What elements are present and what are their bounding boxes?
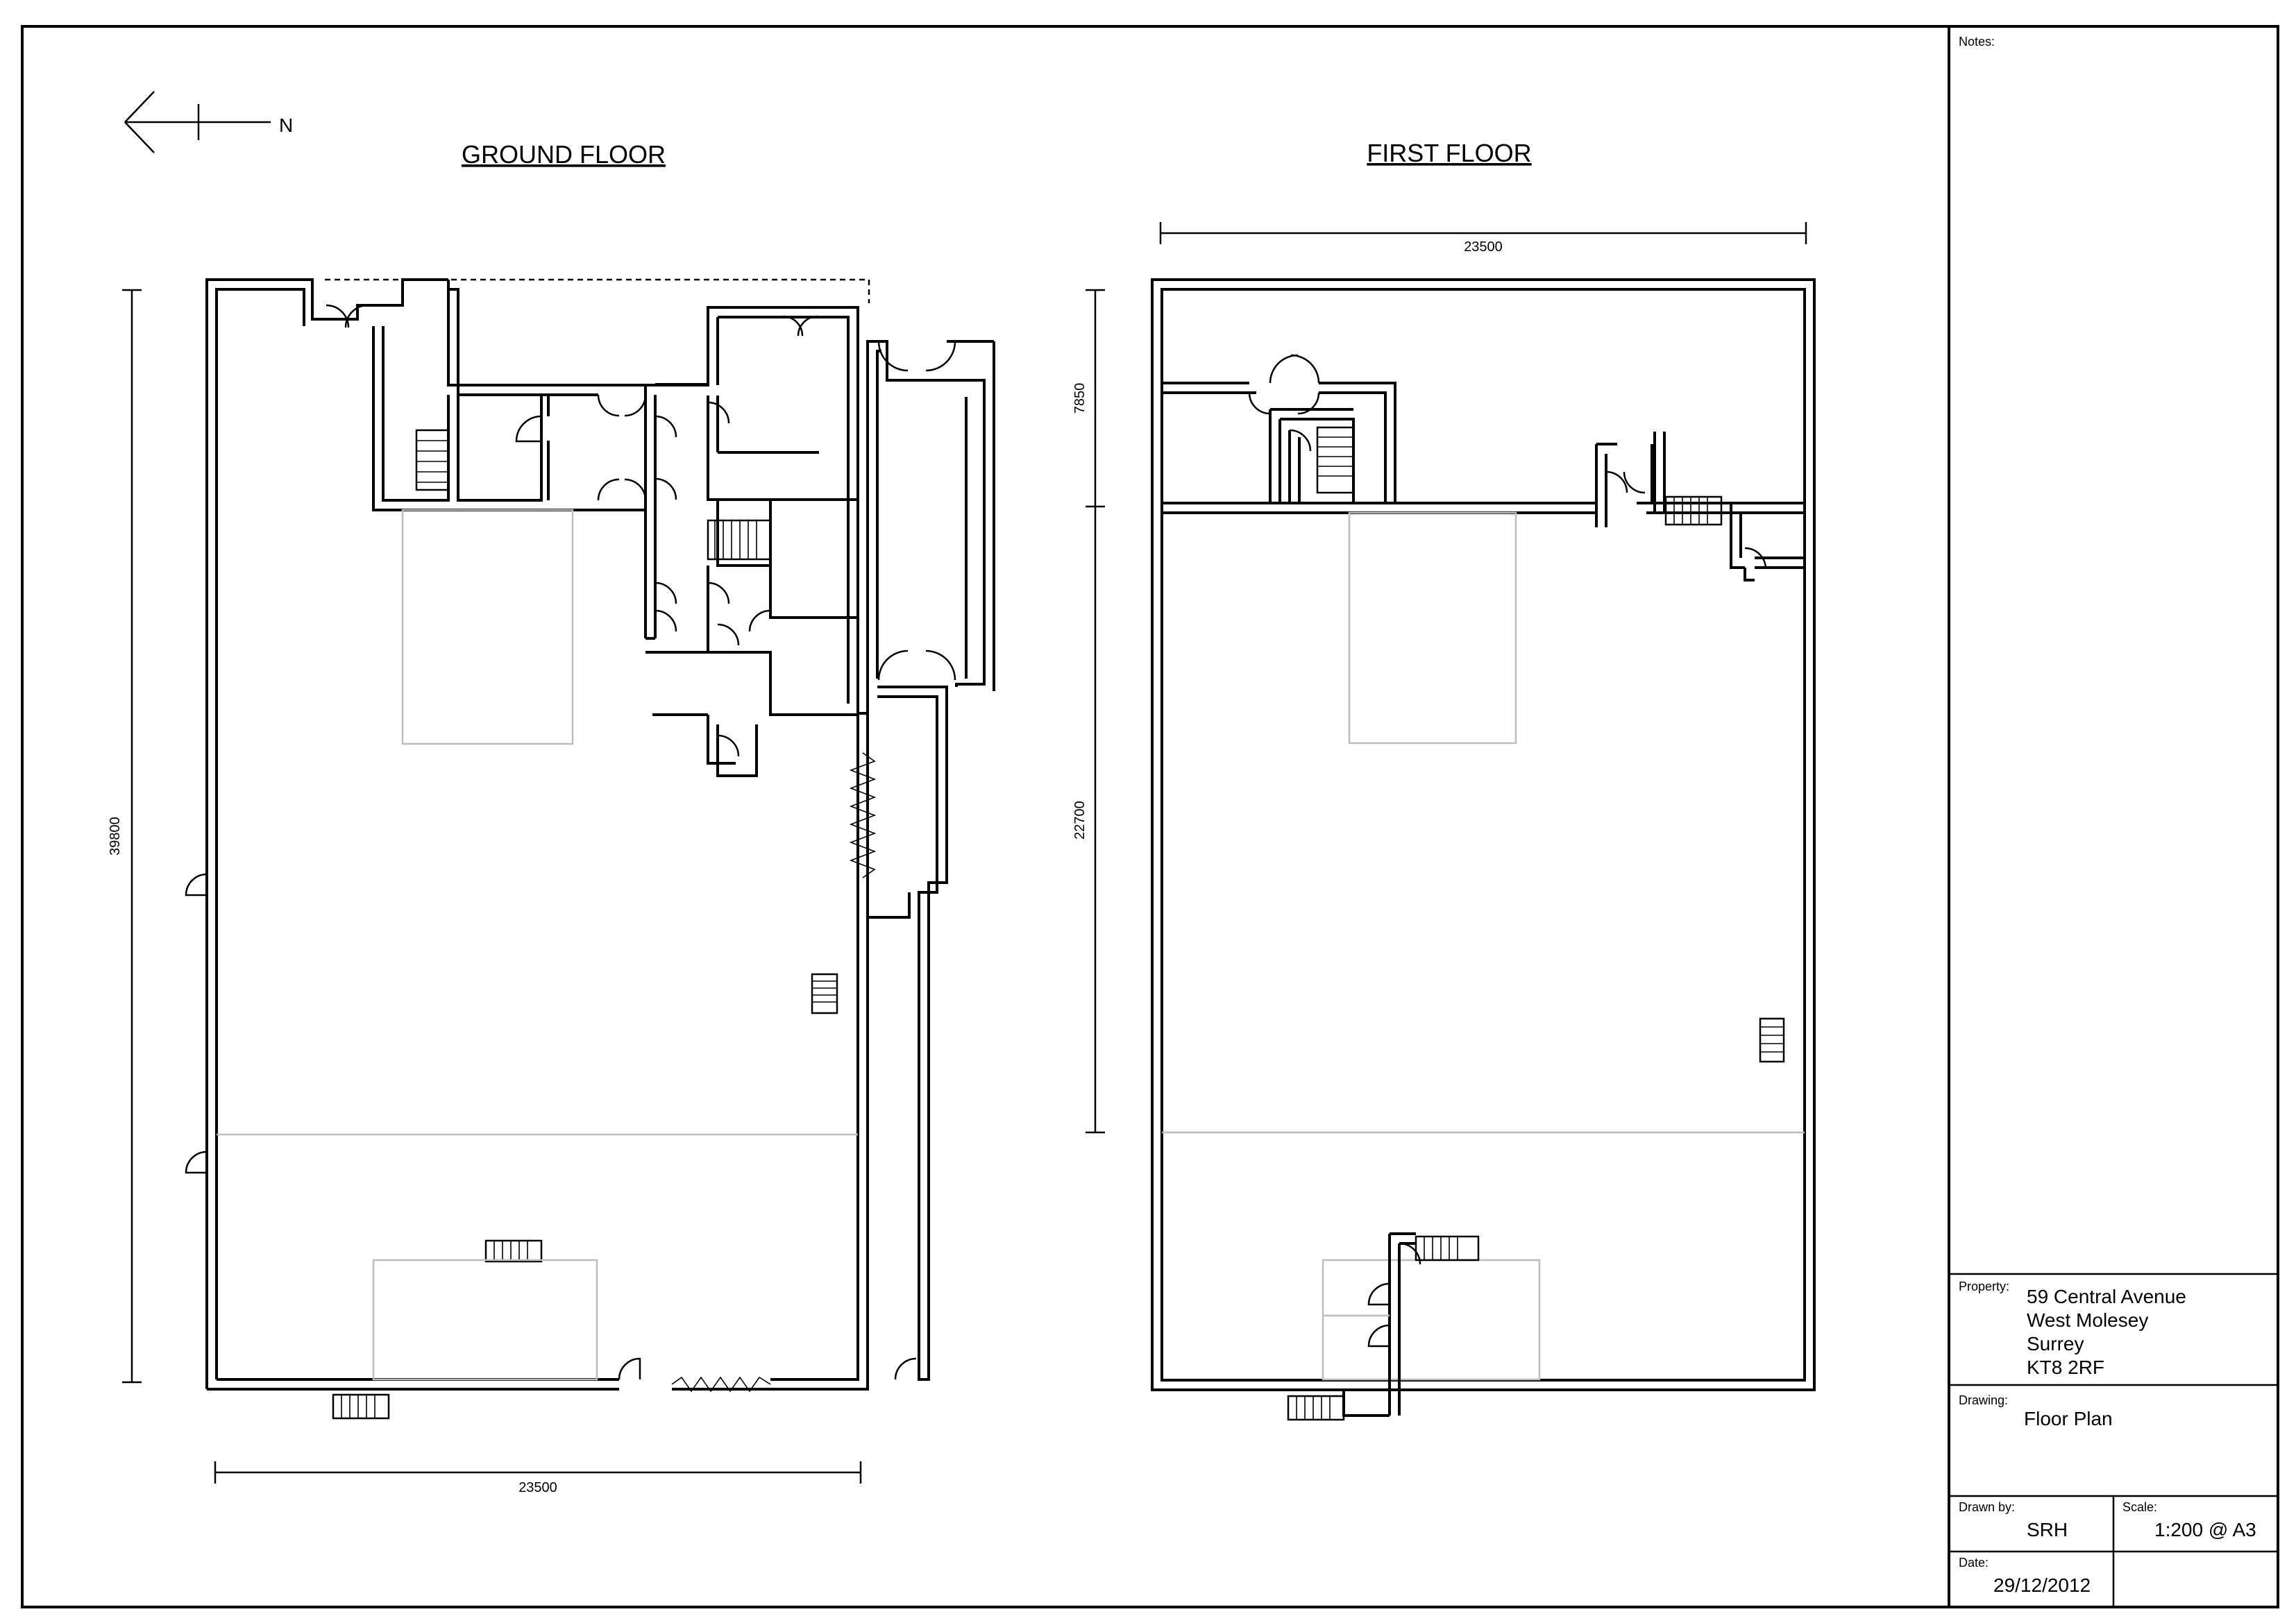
ground-outer-wall: [205, 278, 448, 1389]
first-floor-title: FIRST FLOOR: [1367, 139, 1531, 167]
first-floor-plan: [1151, 278, 1816, 1421]
property-line-1: 59 Central Avenue: [2027, 1286, 2186, 1307]
ground-outer-wall: [215, 288, 305, 1379]
scale-label: Scale:: [2122, 1500, 2157, 1514]
ground-floor-width-label: 23500: [518, 1480, 557, 1495]
north-arrow-icon: [124, 91, 271, 153]
date-value: 29/12/2012: [1993, 1574, 2091, 1596]
property-line-2: West Molesey: [2027, 1309, 2148, 1331]
property-line-4: KT8 2RF: [2027, 1357, 2104, 1378]
property-line-3: Surrey: [2027, 1333, 2084, 1354]
first-floor-width-label: 23500: [1464, 239, 1503, 255]
first-floor-upper-height-label: 7850: [1072, 383, 1088, 414]
first-inner-wall: [1160, 288, 1806, 1382]
sheet-border: [21, 25, 2279, 1608]
drawn-by-value: SRH: [2027, 1519, 2068, 1540]
north-label: N: [279, 114, 293, 136]
ground-floor-height-label: 39800: [108, 817, 123, 856]
ground-floor-height-dimension: [122, 289, 142, 1384]
drawing-value: Floor Plan: [2024, 1408, 2113, 1429]
ground-floor-title: GROUND FLOOR: [462, 140, 666, 169]
first-floor-width-dimension: [1159, 222, 1807, 244]
ground-outline-dashed: [325, 278, 870, 303]
first-floor-height-dimension: [1086, 289, 1105, 1134]
drawing-label: Drawing:: [1959, 1393, 2008, 1407]
date-label: Date:: [1959, 1556, 1989, 1570]
first-outer-wall: [1151, 278, 1816, 1391]
first-floor-lower-height-label: 22700: [1072, 801, 1088, 840]
scale-value: 1:200 @ A3: [2154, 1519, 2256, 1540]
ground-floor-plan: [185, 278, 995, 1420]
property-label: Property:: [1959, 1280, 2009, 1293]
ground-floor-width-dimension: [214, 1461, 862, 1484]
drawn-by-label: Drawn by:: [1959, 1500, 2015, 1514]
notes-label: Notes:: [1959, 35, 1995, 49]
